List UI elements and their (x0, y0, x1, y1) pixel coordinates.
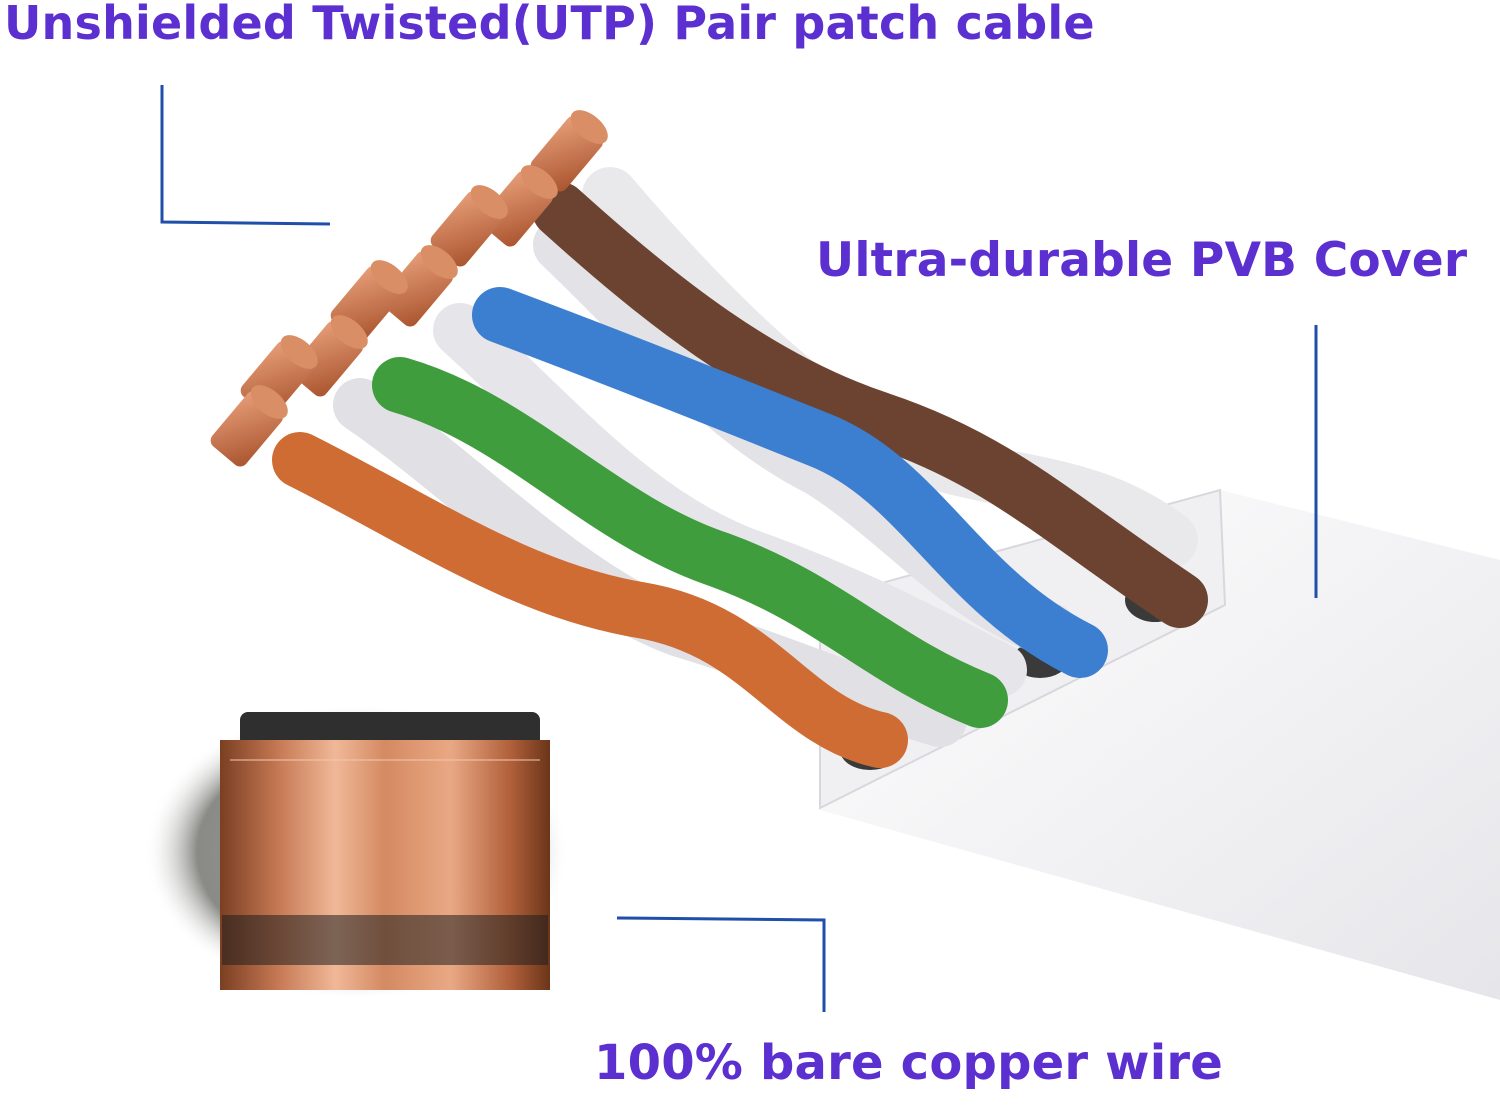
copper-tips (210, 110, 608, 467)
leader-line-copper (616, 916, 826, 1012)
copper-wire-label: 100% bare copper wire (594, 1035, 1223, 1091)
copper-reel-photo (144, 704, 568, 1000)
wire-pairs (272, 167, 1208, 768)
leader-lines (160, 85, 1318, 1012)
leader-line-utp (160, 85, 331, 226)
pvb-cover-label: Ultra-durable PVB Cover (816, 233, 1468, 288)
utp-cable-label: Unshielded Twisted(UTP) Pair patch cable (4, 0, 1095, 50)
